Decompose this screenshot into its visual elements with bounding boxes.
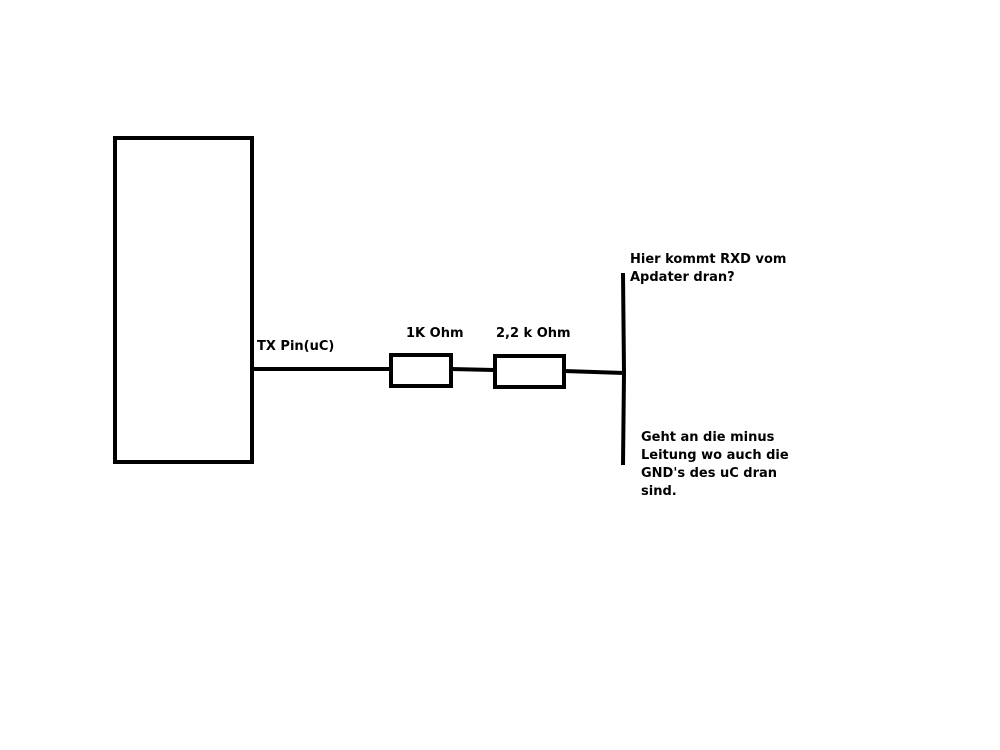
tx-pin-label: TX Pin(uC) xyxy=(257,339,335,354)
gnd-note-line: Leitung wo auch die xyxy=(641,448,789,463)
rxd-note-line: Hier kommt RXD vom xyxy=(630,252,787,267)
gnd-note: Geht an die minus Leitung wo auch die GN… xyxy=(641,429,789,501)
gnd-line xyxy=(621,372,626,466)
gnd-note-line: Geht an die minus xyxy=(641,430,775,445)
resistor-1k xyxy=(389,353,453,388)
wire-r1-to-r2 xyxy=(450,367,495,372)
rxd-note: Hier kommt RXD vom Apdater dran? xyxy=(630,251,786,287)
rxd-note-line: Apdater dran? xyxy=(630,270,735,285)
resistor-2k2 xyxy=(493,354,566,389)
gnd-note-line: GND's des uC dran xyxy=(641,466,778,481)
gnd-note-line: sind. xyxy=(641,484,677,499)
resistor-2k2-label: 2,2 k Ohm xyxy=(496,326,571,341)
rxd-line xyxy=(621,272,626,374)
wire-r2-to-junction xyxy=(563,369,625,375)
microcontroller-box xyxy=(113,136,254,464)
resistor-1k-label: 1K Ohm xyxy=(406,326,464,341)
